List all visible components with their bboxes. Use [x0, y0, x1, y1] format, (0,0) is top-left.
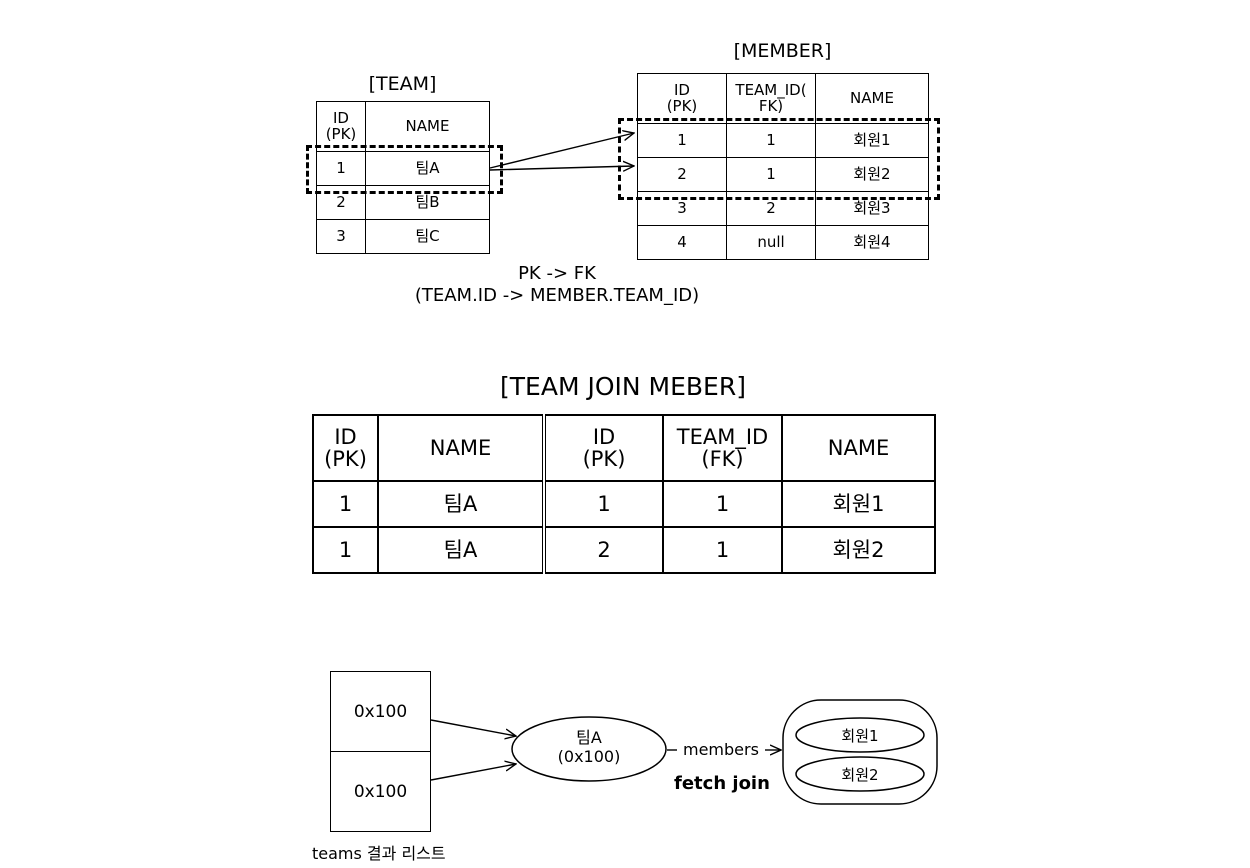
team-highlight-box: [306, 145, 503, 194]
join-table: ID (PK) NAME ID (PK) TEAM_ID (FK) NAME 1…: [312, 414, 936, 574]
member-cell-name: 회원1: [815, 123, 929, 158]
team-header-id: ID (PK): [316, 101, 366, 152]
member-cell-name: 회원4: [815, 225, 929, 260]
table-row: 1 팀A 2 1 회원2: [312, 526, 936, 574]
member-header-team-id: TEAM_ID( FK): [726, 73, 816, 124]
team-cell-id: 3: [316, 219, 366, 254]
team-cell-id: 2: [316, 185, 366, 220]
fk-note: PK -> FK (TEAM.ID -> MEMBER.TEAM_ID): [380, 263, 734, 307]
ref-arrow-1: [430, 719, 516, 736]
team-node-ellipse: [511, 716, 667, 782]
join-cell-member-team-id: 1: [662, 480, 783, 528]
join-cell-member-team-id: 1: [662, 526, 783, 574]
join-header-team-name: NAME: [377, 414, 546, 482]
join-cell-member-id: 1: [543, 480, 664, 528]
table-row: 1 1 회원1: [637, 123, 929, 158]
join-cell-member-name: 회원1: [781, 480, 936, 528]
member-header-name: NAME: [815, 73, 929, 124]
join-cell-team-name: 팀A: [377, 526, 546, 574]
members-label: members: [683, 740, 759, 759]
member-node-1: 회원1: [841, 727, 879, 745]
member-cell-team-id: null: [726, 225, 816, 260]
team-header-name: NAME: [365, 101, 490, 152]
list-item-box: 0x100: [330, 671, 431, 752]
team-table-title: [TEAM]: [368, 73, 437, 95]
fetch-join-label: fetch join: [674, 773, 770, 794]
member-header-id: ID (PK): [637, 73, 727, 124]
member-collection: [782, 699, 938, 805]
member-cell-id: 2: [637, 157, 727, 192]
fk-arrow-1: [489, 133, 634, 169]
join-header-member-name: NAME: [781, 414, 936, 482]
join-cell-member-id: 2: [543, 526, 664, 574]
member-node-ellipse-1: [795, 717, 925, 753]
member-node-ellipse-2: [795, 756, 925, 792]
member-cell-name: 회원2: [815, 157, 929, 192]
fk-note-line1: PK -> FK: [518, 263, 596, 284]
fk-arrow-2: [489, 166, 634, 170]
join-cell-member-name: 회원2: [781, 526, 936, 574]
team-node: 팀A (0x100): [512, 728, 666, 766]
member-node-2: 회원2: [841, 766, 879, 784]
team-node-address: (0x100): [557, 747, 621, 766]
list-item-address: 0x100: [353, 781, 408, 802]
table-row: 2 1 회원2: [637, 157, 929, 192]
list-item-box: 0x100: [330, 751, 431, 832]
join-table-title: [TEAM JOIN MEBER]: [500, 372, 746, 401]
join-header-member-id: ID (PK): [543, 414, 664, 482]
member-table: ID (PK) TEAM_ID( FK) NAME 1 1 회원1 2 1 회원…: [637, 73, 929, 260]
join-header-team-id: ID (PK): [312, 414, 379, 482]
join-cell-team-id: 1: [312, 480, 379, 528]
team-table: ID (PK) NAME 1 팀A 2 팀B 3 팀C: [316, 101, 490, 254]
team-cell-id: 1: [316, 151, 366, 186]
join-cell-team-id: 1: [312, 526, 379, 574]
fk-note-line2: (TEAM.ID -> MEMBER.TEAM_ID): [414, 285, 700, 306]
table-row: 3 팀C: [316, 219, 490, 254]
join-cell-team-name: 팀A: [377, 480, 546, 528]
member-cell-id: 4: [637, 225, 727, 260]
ref-arrow-2: [430, 764, 516, 781]
member-table-title: [MEMBER]: [733, 40, 832, 62]
join-header-member-team-id: TEAM_ID (FK): [662, 414, 783, 482]
member-highlight-box: [618, 118, 940, 200]
table-row: 1 팀A 1 1 회원1: [312, 480, 936, 528]
list-item-address: 0x100: [353, 701, 408, 722]
table-row: 4 null 회원4: [637, 225, 929, 260]
list-caption: teams 결과 리스트: [312, 844, 446, 863]
team-node-name: 팀A: [576, 728, 602, 747]
team-cell-name: 팀C: [365, 219, 490, 254]
